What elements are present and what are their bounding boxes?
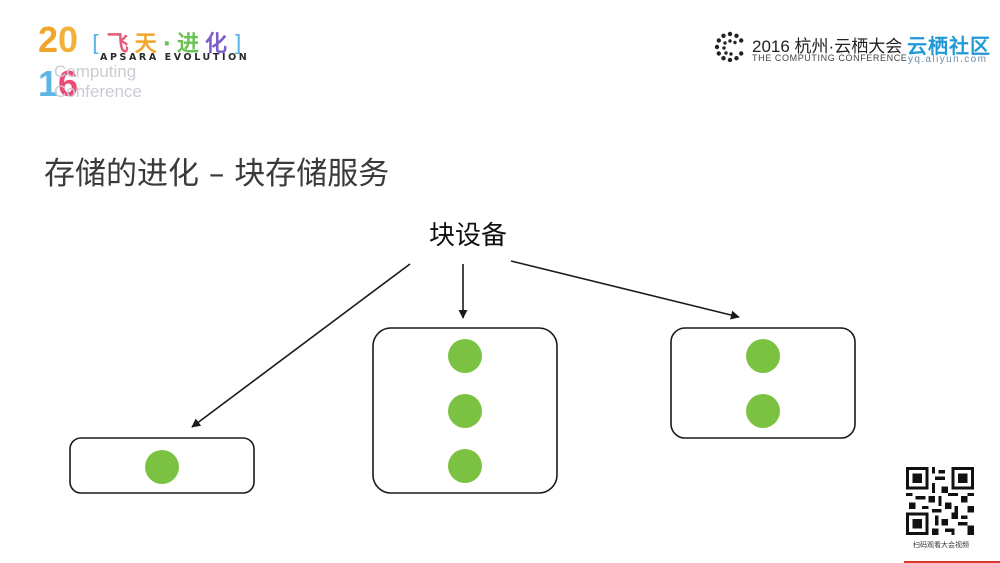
slide-title: 存储的进化 – 块存储服务: [44, 156, 390, 192]
qr-code-icon: [906, 467, 974, 535]
year-bottom: 16: [38, 63, 79, 104]
qr-caption: 扫码观看大会视频: [913, 541, 969, 549]
year-top: 20: [38, 19, 79, 60]
event-title: [飞天·进化]: [92, 32, 248, 57]
conference-logo-icon: [714, 31, 744, 63]
right-volume-box: [670, 327, 856, 439]
brand-url: yq.aliyun.com: [908, 54, 988, 65]
child-boxes: [69, 327, 856, 494]
arrow-to-small-box: [191, 263, 411, 428]
arrow-to-right-box: [510, 260, 740, 320]
middle-block-dot: [448, 449, 482, 483]
brand-name: 云栖社区: [907, 34, 991, 58]
right-block-dot: [746, 339, 780, 373]
small-volume-box: [69, 437, 255, 494]
ghost-text: Computing Conference: [54, 62, 142, 101]
root-node-label: 块设备: [429, 221, 507, 251]
middle-volume-box: [372, 327, 558, 494]
middle-block-dot: [448, 394, 482, 428]
footer-rule: [904, 561, 1000, 563]
event-year-logo: 20 16: [38, 19, 98, 104]
right-block-dot: [746, 394, 780, 428]
block-dots: [145, 339, 780, 484]
event-subtitle: APSARA EVOLUTION: [100, 52, 250, 63]
conference-subtitle: THE COMPUTING CONFERENCE: [752, 53, 908, 63]
arrows: [191, 260, 740, 428]
middle-block-dot: [448, 339, 482, 373]
small-block-dot: [145, 450, 179, 484]
conference-title: 2016 杭州·云栖大会: [752, 37, 903, 56]
